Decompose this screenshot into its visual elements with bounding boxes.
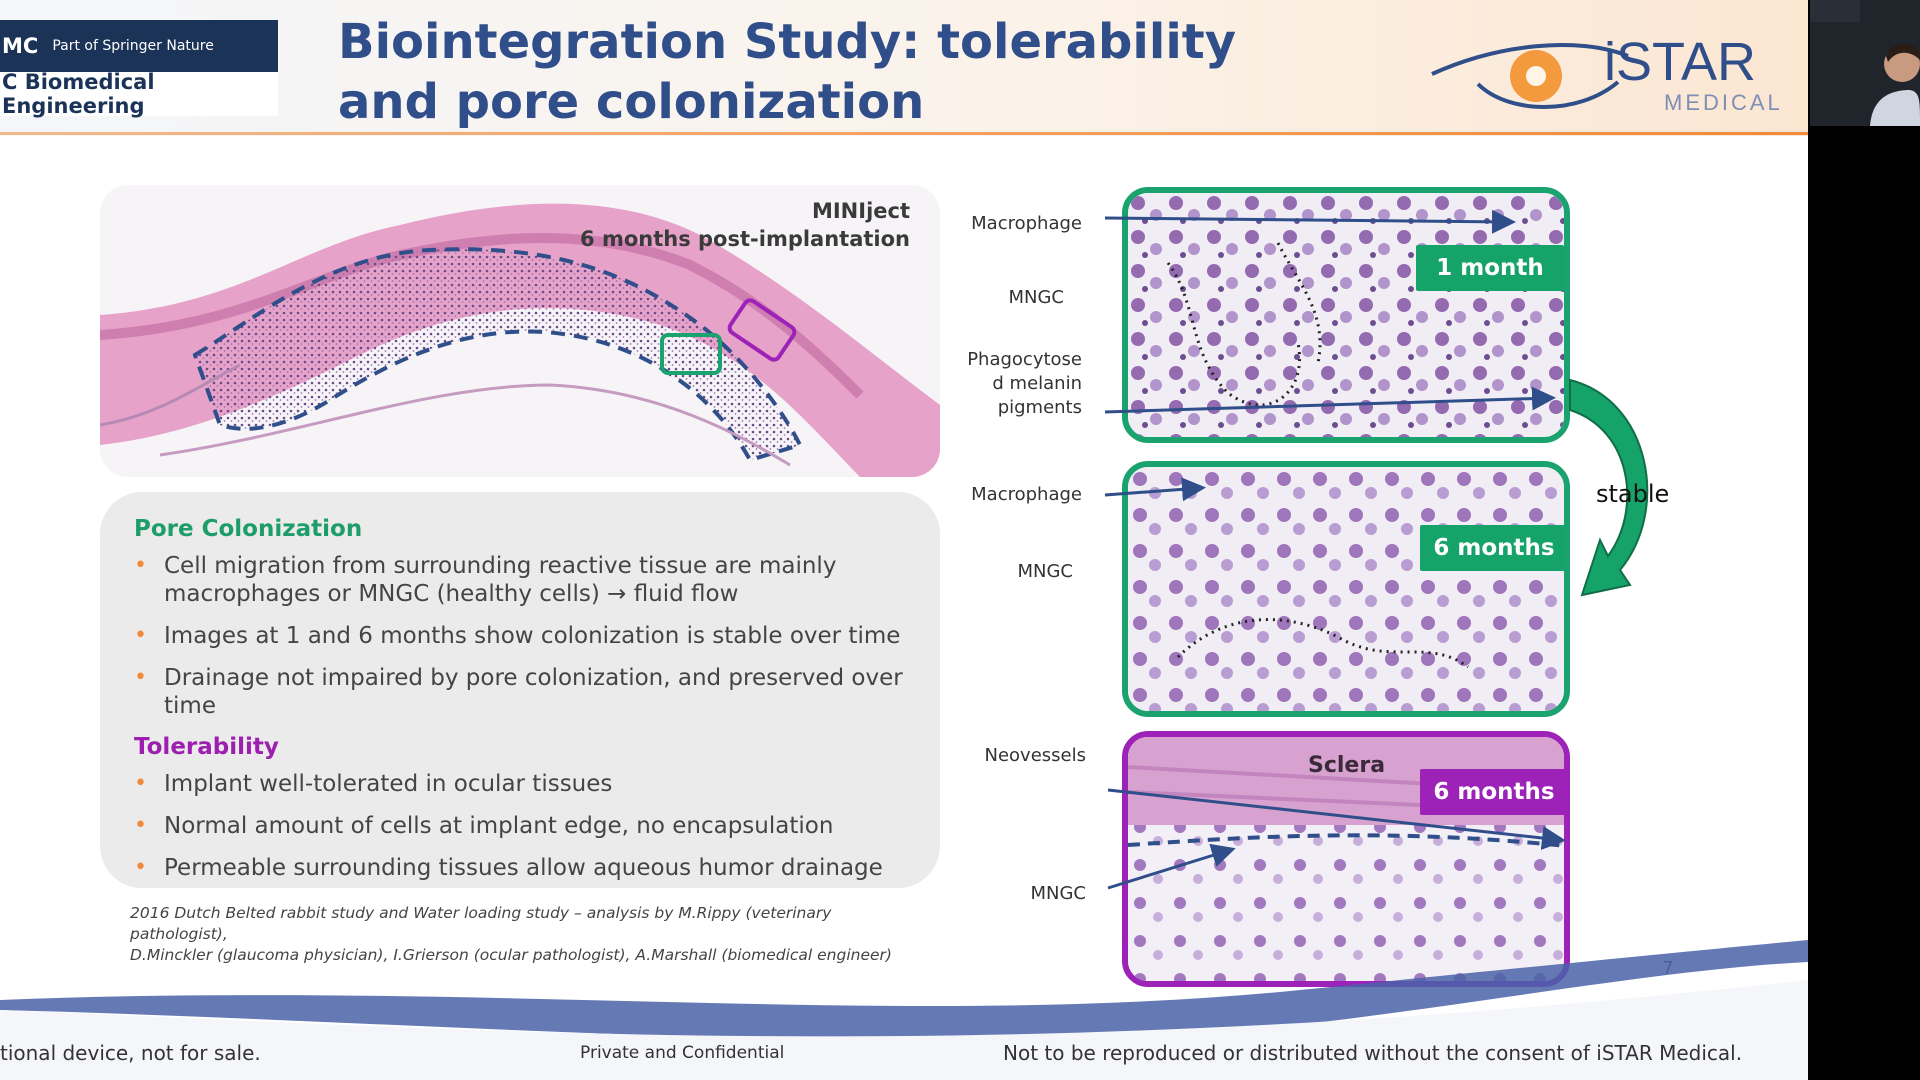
logo-swoosh-top bbox=[1431, 43, 1629, 76]
bullet-item: • Normal amount of cells at implant edge… bbox=[134, 813, 834, 839]
stable-arrow-icon bbox=[1569, 378, 1649, 597]
bullet-item: • Implant well-tolerated in ocular tissu… bbox=[134, 771, 613, 797]
bullet-dot-icon: • bbox=[134, 855, 147, 880]
label-neovessels: Neovessels bbox=[984, 745, 1087, 766]
sclera-label: Sclera bbox=[1308, 753, 1386, 778]
bullet-dot-icon: • bbox=[134, 813, 147, 838]
footer-copyright: Not to be reproduced or distributed with… bbox=[1003, 1041, 1743, 1065]
bullet-dot-icon: • bbox=[134, 553, 147, 578]
footer-swoosh bbox=[0, 940, 1808, 1080]
bullet-dot-icon: • bbox=[134, 623, 147, 648]
label-mngc-3: MNGC bbox=[1030, 883, 1086, 904]
label-mngc-1: MNGC bbox=[1008, 287, 1064, 308]
bmc-logo-text: MC bbox=[2, 34, 39, 58]
tag-1-month: 1 month bbox=[1416, 245, 1564, 291]
journal-name: C Biomedical Engineering bbox=[0, 70, 278, 118]
bmc-logo: MC Part of Springer Nature C Biomedical … bbox=[0, 20, 278, 118]
footer-disclaimer: tional device, not for sale. bbox=[0, 1041, 261, 1065]
bullet-item: • Permeable surrounding tissues allow aq… bbox=[134, 855, 883, 881]
region-box-purple bbox=[727, 298, 797, 362]
header-band bbox=[0, 0, 1808, 136]
slide-title: Biointegration Study: tolerability and p… bbox=[338, 14, 1237, 130]
histology-caption: MINIject 6 months post-implantation bbox=[580, 199, 910, 251]
label-macrophage-2: Macrophage bbox=[971, 484, 1082, 505]
slide: MC Part of Springer Nature C Biomedical … bbox=[0, 0, 1808, 1080]
tag-6-months-sclera: 6 months bbox=[1420, 769, 1564, 815]
annotation-arrows bbox=[1104, 209, 1566, 890]
webcam-thumbnail[interactable] bbox=[1810, 0, 1920, 126]
logo-sub-text: MEDICAL bbox=[1664, 90, 1782, 115]
footer-confidential: Private and Confidential bbox=[580, 1043, 785, 1063]
findings-box: Pore Colonization • Cell migration from … bbox=[100, 492, 940, 888]
tolerability-heading: Tolerability bbox=[134, 734, 279, 760]
citation: 2016 Dutch Belted rabbit study and Water… bbox=[130, 904, 892, 964]
label-macrophage-1: Macrophage bbox=[971, 213, 1082, 234]
region-box-green bbox=[660, 333, 722, 375]
pore-colonization-heading: Pore Colonization bbox=[134, 516, 363, 542]
tag-6-months: 6 months bbox=[1420, 525, 1564, 571]
bullet-dot-icon: • bbox=[134, 771, 147, 796]
logo-swoosh-bottom bbox=[1476, 80, 1620, 109]
stable-label: stable bbox=[1596, 480, 1670, 508]
istar-logo: iSTAR MEDICAL bbox=[1431, 32, 1782, 115]
springer-text: Part of Springer Nature bbox=[52, 38, 214, 54]
micrograph-6-months: 6 months bbox=[1122, 461, 1570, 717]
histology-image: MINIject 6 months post-implantation bbox=[100, 185, 940, 477]
header-divider bbox=[0, 132, 1808, 135]
label-mngc-2: MNGC bbox=[1017, 561, 1073, 582]
side-strip bbox=[1808, 0, 1920, 1080]
logo-brand-text: iSTAR bbox=[1604, 32, 1756, 92]
bullet-item: • Cell migration from surrounding reacti… bbox=[134, 553, 837, 607]
webcam-person-icon bbox=[1810, 0, 1920, 126]
label-phagocytosed-pigments: Phagocytose d melanin pigments bbox=[967, 349, 1082, 418]
bullet-item: • Images at 1 and 6 months show coloniza… bbox=[134, 623, 901, 649]
bullet-item: • Drainage not impaired by pore coloniza… bbox=[134, 665, 903, 719]
bullet-dot-icon: • bbox=[134, 665, 147, 690]
